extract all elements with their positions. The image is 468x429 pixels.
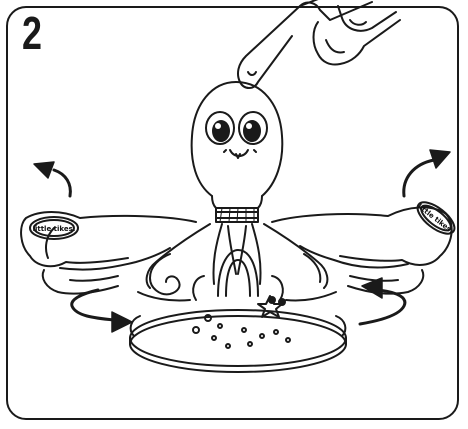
- rotate-arrow-icon: [404, 150, 450, 196]
- pointing-hand-icon: [238, 0, 400, 88]
- octopus-toy-icon: little tikes. little tikes.: [21, 82, 459, 372]
- rotate-arrow-icon: [360, 278, 405, 324]
- rotate-arrow-icon: [34, 162, 70, 196]
- brand-badge-left: little tikes.: [33, 225, 76, 233]
- rotate-arrow-icon: [72, 290, 132, 332]
